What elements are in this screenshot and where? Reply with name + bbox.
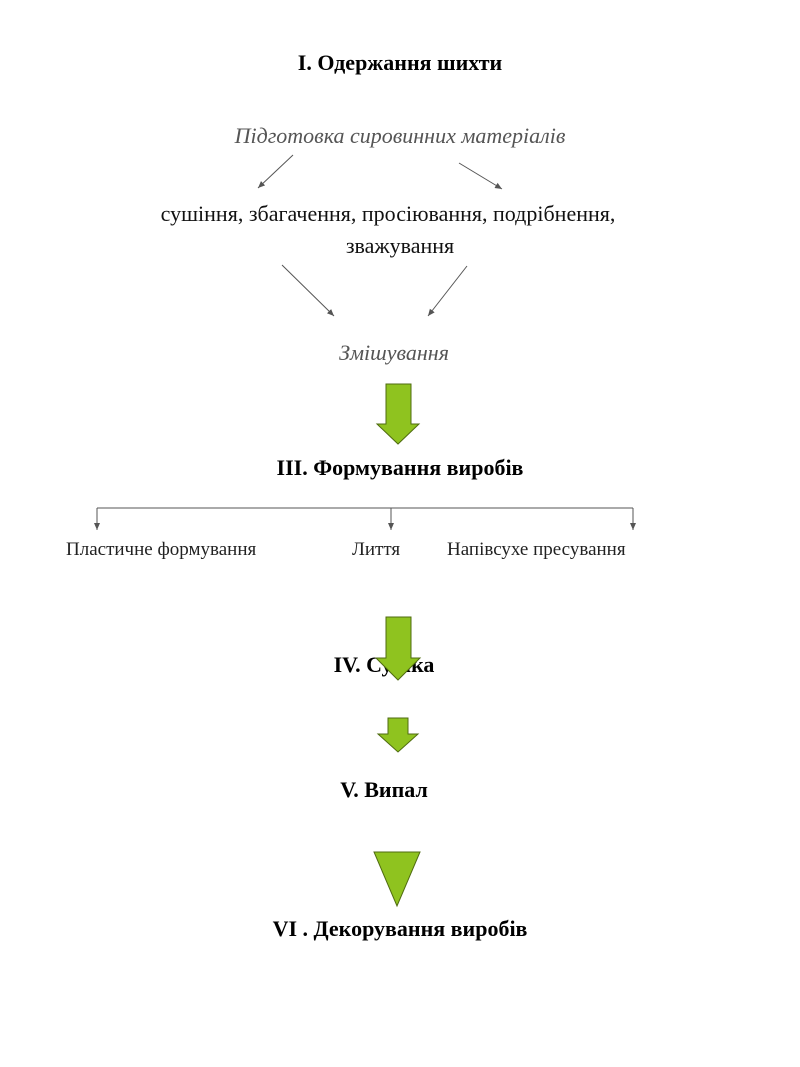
- preparation-label: Підготовка сировинних матеріалів: [234, 123, 566, 148]
- operations-line1: сушіння, збагачення, просіювання, подріб…: [160, 201, 616, 226]
- thin-arrow-prep-left: [257, 154, 294, 189]
- stage6-title: VI . Декорування виробів: [272, 916, 528, 941]
- green-arrow-down-2: [374, 616, 422, 681]
- stage5-title: V. Випал: [340, 777, 428, 802]
- stage3-title: III. Формування виробів: [276, 455, 524, 480]
- green-arrow-down-1: [375, 383, 421, 445]
- method-semidry-pressing: Напівсухе пресування: [447, 539, 626, 560]
- thin-arrow-prep-right: [458, 162, 503, 190]
- operations-line2: зважування: [345, 233, 455, 258]
- green-arrow-down-3: [376, 717, 420, 753]
- method-plastic-forming: Пластичне формування: [66, 539, 257, 560]
- stage1-title: I. Одержання шихти: [297, 50, 503, 75]
- green-triangle-down: [373, 851, 421, 908]
- mixing-label: Змішування: [339, 340, 449, 365]
- method-casting: Лиття: [352, 539, 401, 560]
- thin-arrow-mix-right: [427, 265, 468, 317]
- thin-arrow-mix-left: [281, 264, 335, 317]
